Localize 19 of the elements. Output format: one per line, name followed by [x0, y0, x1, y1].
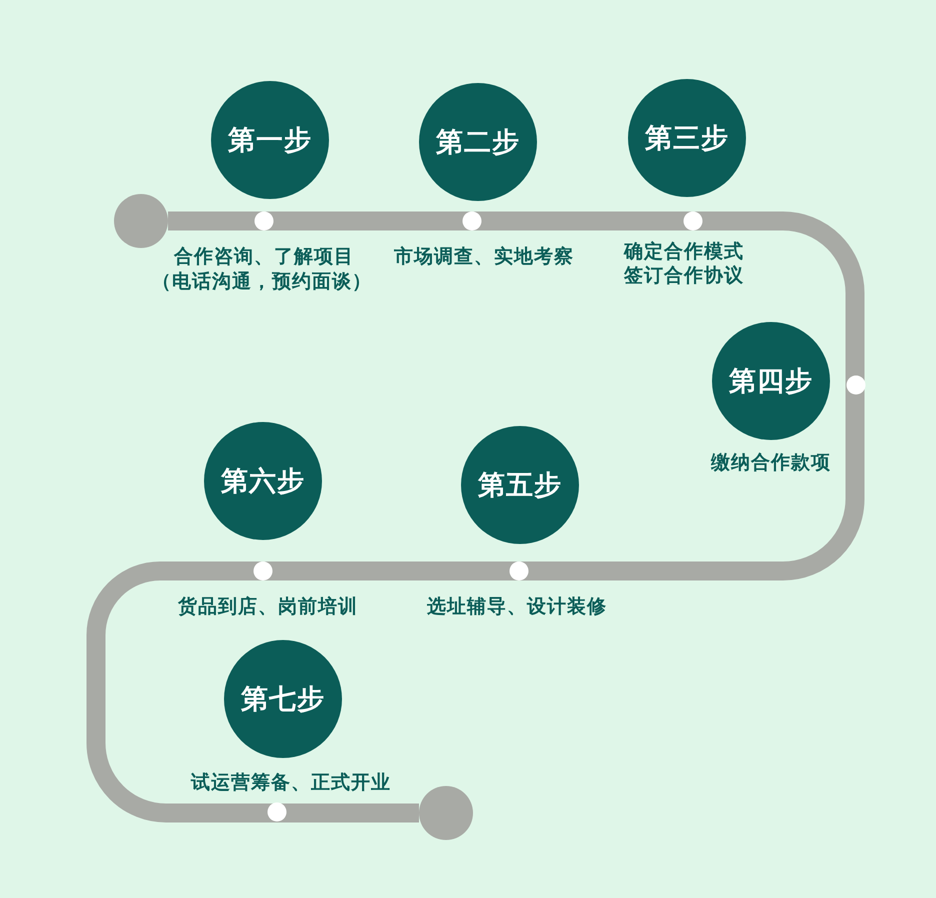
- step-description: 签订合作协议: [624, 264, 744, 288]
- step-circle: 第六步: [204, 422, 322, 540]
- step-description: 货品到店、岗前培训: [178, 596, 358, 618]
- step-description: 市场调查、实地考察: [394, 246, 574, 268]
- step-circle: 第五步: [461, 426, 579, 544]
- end-circle: [419, 786, 473, 840]
- start-circle: [114, 194, 168, 248]
- step-description: 合作咨询、了解项目: [174, 246, 354, 268]
- step-circle: 第一步: [211, 81, 329, 199]
- step-description: 确定合作模式: [624, 240, 744, 264]
- step-circle: 第二步: [419, 83, 537, 201]
- step-circle: 第三步: [628, 79, 746, 197]
- step-description: 试运营筹备、正式开业: [191, 772, 391, 794]
- step-description: （电话沟通，预约面谈）: [152, 270, 372, 294]
- step-circle: 第七步: [224, 640, 342, 758]
- road-line: [86, 212, 864, 822]
- step-circle: 第四步: [712, 322, 830, 440]
- step-description: 选址辅导、设计装修: [427, 596, 607, 618]
- step-description: 缴纳合作款项: [711, 452, 831, 474]
